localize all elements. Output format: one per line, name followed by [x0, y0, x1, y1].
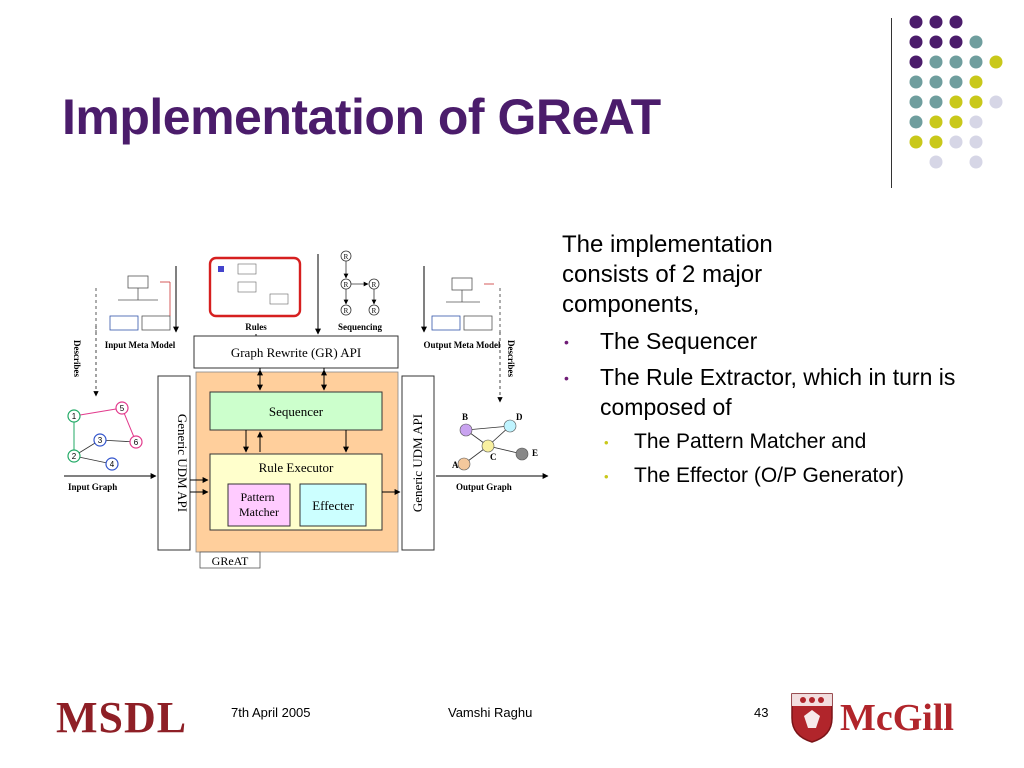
dot-row-1 — [909, 15, 963, 29]
out-node-b: B — [462, 412, 468, 422]
out-node-a: A — [452, 460, 459, 470]
slide-number: 43 — [754, 705, 769, 720]
great-architecture-diagram: Input Meta Model Rules R R R R R Sequenc… — [60, 236, 552, 572]
bullet-rule-extractor: The Rule Extractor, which in turn is com… — [562, 362, 962, 422]
input-graph-figure — [67, 401, 143, 471]
output-meta-model-figure — [431, 277, 501, 336]
dot-row-2 — [909, 35, 983, 49]
intro-text: The implementation consists of 2 major c… — [562, 231, 773, 318]
output-meta-label: Output Meta Model — [424, 340, 501, 350]
dot-row-7 — [909, 135, 983, 149]
great-label: GReAT — [212, 554, 249, 568]
decorative-dot-grid — [909, 15, 1003, 169]
describes-left: Describes — [72, 340, 82, 377]
gr-api-label: Graph Rewrite (GR) API — [231, 345, 361, 360]
bullet-sequencer: The Sequencer — [562, 326, 962, 357]
mcgill-wordmark: McGill — [840, 697, 954, 739]
rule-executor-label: Rule Executor — [259, 460, 334, 475]
in-node-5: 5 — [120, 404, 125, 413]
out-node-c: C — [490, 452, 497, 462]
out-node-e: E — [532, 448, 538, 458]
seq-node-4: R — [344, 307, 349, 315]
seq-node-2: R — [344, 281, 349, 289]
input-meta-model-figure — [95, 275, 171, 332]
input-graph-label: Input Graph — [68, 482, 117, 492]
dot-row-8 — [929, 155, 983, 169]
pattern-line-2: Matcher — [239, 505, 279, 519]
slide-title: Implementation of GReAT — [62, 89, 661, 145]
sequencer-label: Sequencer — [269, 404, 324, 419]
content-text: The implementation consists of 2 major c… — [562, 230, 962, 496]
msdl-logo: MSDL — [56, 693, 188, 742]
bullet-list: The Sequencer The Rule Extractor, which … — [562, 326, 962, 491]
footer-date: 7th April 2005 — [231, 705, 311, 720]
in-node-6: 6 — [134, 438, 139, 447]
in-node-3: 3 — [98, 436, 103, 445]
footer-author: Vamshi Raghu — [448, 705, 533, 720]
bullet-pattern-matcher: The Pattern Matcher and — [562, 428, 962, 457]
in-node-2: 2 — [72, 452, 77, 461]
in-node-4: 4 — [110, 460, 115, 469]
seq-node-1: R — [344, 253, 349, 261]
dot-row-4 — [909, 75, 983, 89]
pattern-line-1: Pattern — [241, 490, 275, 504]
output-graph-figure — [457, 419, 529, 471]
dot-row-3 — [909, 55, 1003, 69]
input-meta-label: Input Meta Model — [105, 340, 176, 350]
seq-node-5: R — [372, 307, 377, 315]
output-graph-label: Output Graph — [456, 482, 512, 492]
seq-node-3: R — [372, 281, 377, 289]
udm-api-right: Generic UDM API — [410, 414, 425, 512]
bullet-effector: The Effector (O/P Generator) — [562, 462, 962, 491]
sequencing-figure — [340, 250, 380, 316]
dot-row-5 — [909, 95, 1003, 109]
udm-api-left: Generic UDM API — [175, 414, 190, 512]
rules-figure — [208, 256, 302, 318]
title-divider — [891, 18, 892, 188]
mcgill-logo: McGill — [791, 693, 954, 743]
dot-row-6 — [909, 115, 983, 129]
out-node-d: D — [516, 412, 523, 422]
rules-label: Rules — [245, 322, 267, 332]
in-node-1: 1 — [72, 412, 77, 421]
sequencing-label: Sequencing — [338, 322, 383, 332]
effecter-label: Effecter — [312, 498, 354, 513]
describes-right: Describes — [506, 340, 516, 377]
pattern-matcher-label: Pattern Matcher — [239, 490, 279, 519]
